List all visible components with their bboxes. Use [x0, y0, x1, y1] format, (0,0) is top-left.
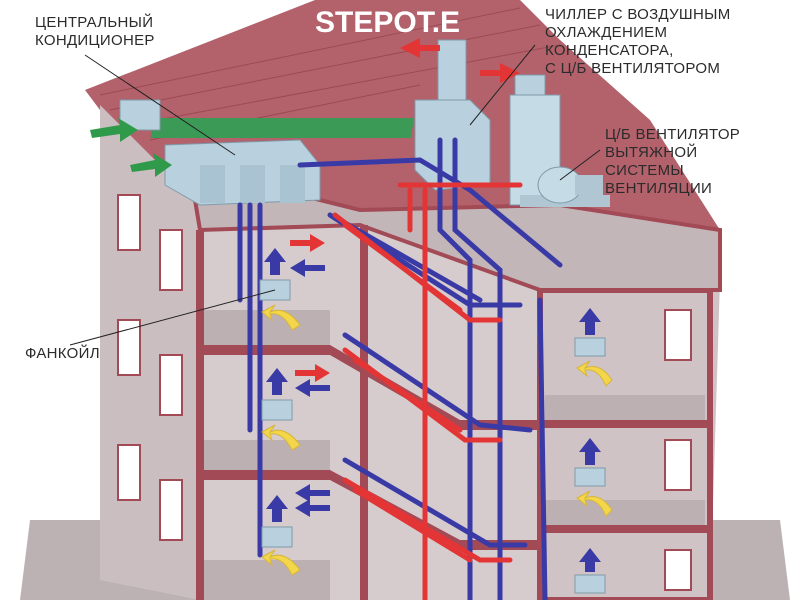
callout-lines — [69, 44, 601, 346]
watermark-text: STEPOT.E — [315, 6, 461, 39]
fresh-air-intake-arrows — [90, 118, 172, 177]
label-chiller: ЧИЛЛЕР С ВОЗДУШНЫМ ОХЛАЖДЕНИЕМ КОНДЕНСАТ… — [545, 6, 731, 77]
exhaust-fan-unit — [520, 166, 610, 207]
exhaust-arrows — [290, 38, 520, 382]
central-ac-unit — [150, 118, 415, 206]
right-wing — [540, 280, 720, 600]
fancoil-intake-arrows — [261, 304, 613, 576]
return-pipes — [237, 137, 563, 600]
supply-pipes — [332, 182, 523, 600]
floor-slabs — [196, 225, 710, 600]
label-fancoil: ФАНКОЙЛ — [25, 345, 100, 362]
label-exhaust-fan: Ц/Б ВЕНТИЛЯТОР ВЫТЯЖНОЙ СИСТЕМЫ ВЕНТИЛЯЦ… — [605, 126, 741, 197]
return-air-arrows — [290, 259, 330, 517]
attic-slab — [192, 192, 722, 292]
left-windows — [117, 194, 183, 541]
right-windows — [664, 309, 692, 591]
label-central-ac: ЦЕНТРАЛЬНЫЙ КОНДИЦИОНЕР — [35, 14, 155, 49]
fancoil-output-arrows — [264, 248, 601, 572]
